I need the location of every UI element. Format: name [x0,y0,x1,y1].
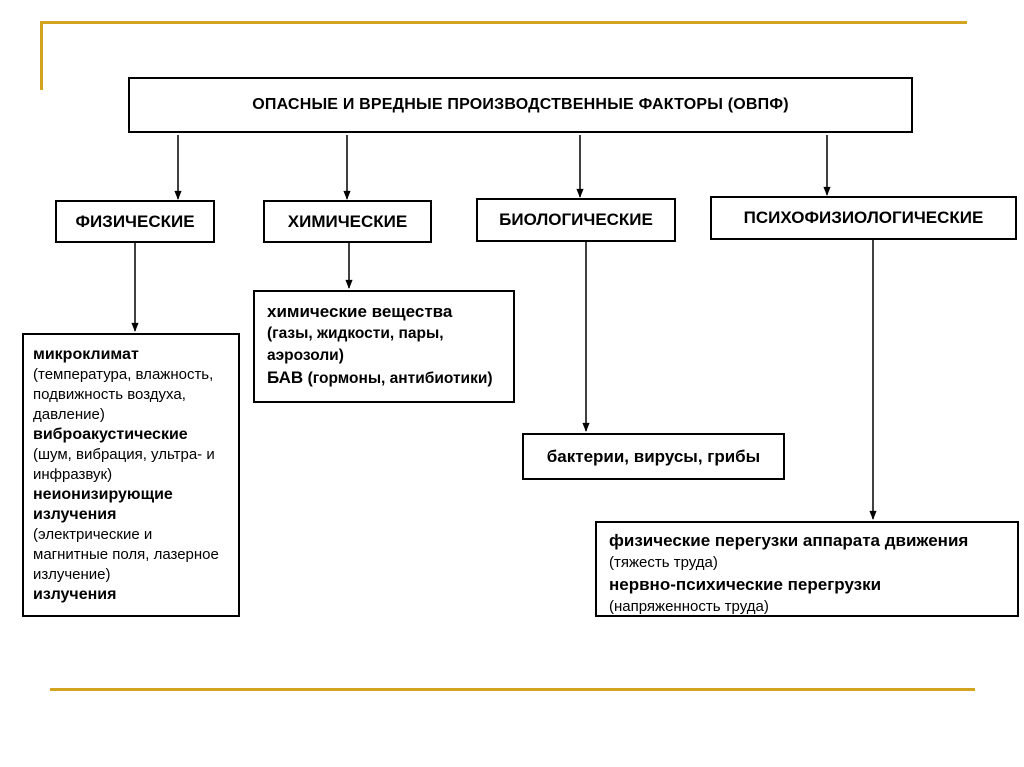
accent-line-top [40,21,967,24]
node-category-physical: ФИЗИЧЕСКИЕ [55,200,215,243]
node-root-ovpf: ОПАСНЫЕ И ВРЕДНЫЕ ПРОИЗВОДСТВЕННЫЕ ФАКТО… [128,77,913,133]
physical-overload-note: (тяжесть труда) [609,554,718,571]
bav-label: БАВ [267,368,304,387]
node-category-biological: БИОЛОГИЧЕСКИЕ [476,198,676,242]
chemical-substances-note: (газы, жидкости, пары, аэрозоли) [267,325,444,364]
biological-detail-label: бактерии, вирусы, грибы [546,446,761,466]
chemical-substances-title: химические вещества [267,302,453,321]
category-biological-label: БИОЛОГИЧЕСКИЕ [499,210,653,229]
detail-item-microclimate-note: (температура, влажность, подвижность воз… [33,366,214,423]
accent-line-left [40,21,43,90]
detail-item-microclimate: микроклимат [33,346,139,363]
physical-overload-title: физические перегузки аппарата движения [609,531,969,550]
detail-item-nonionizing-note: (электрические и магнитные поля, лазерно… [33,526,219,583]
chemical-bav-line: БАВ (гормоны, антибиотики) [267,367,501,390]
node-category-psychophysiological: ПСИХОФИЗИОЛОГИЧЕСКИЕ [710,196,1017,240]
bav-note: (гормоны, антибиотики) [307,370,493,387]
detail-item-radiation: излучения [33,586,117,603]
detail-item-vibroacoustic-note: (шум, вибрация, ультра- и инфразвук) [33,446,215,483]
node-detail-chemical-factors: химические вещества (газы, жидкости, пар… [253,290,515,403]
nervous-overload-note: (напряженность труда) [609,598,769,615]
category-psycho-label: ПСИХОФИЗИОЛОГИЧЕСКИЕ [743,208,984,227]
category-physical-label: ФИЗИЧЕСКИЕ [75,211,195,231]
detail-item-nonionizing: неионизирующие излучения [33,486,173,523]
detail-item-vibroacoustic: виброакустические [33,426,188,443]
node-root-label: ОПАСНЫЕ И ВРЕДНЫЕ ПРОИЗВОДСТВЕННЫЕ ФАКТО… [252,96,789,113]
node-detail-biological-factors: бактерии, вирусы, грибы [522,433,785,480]
node-detail-psycho-factors: физические перегузки аппарата движения (… [595,521,1019,617]
node-category-chemical: ХИМИЧЕСКИЕ [263,200,432,243]
category-chemical-label: ХИМИЧЕСКИЕ [287,211,408,231]
node-detail-physical-factors: микроклимат (температура, влажность, под… [22,333,240,617]
accent-line-bottom [50,688,975,691]
nervous-overload-title: нервно-психические перегрузки [609,575,882,594]
